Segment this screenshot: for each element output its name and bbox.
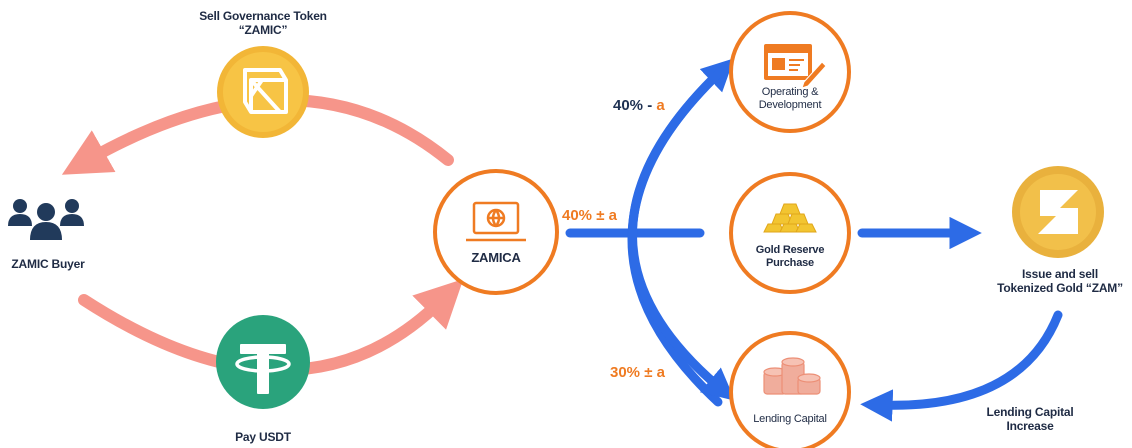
operating-node [729, 11, 851, 133]
zam-label: Issue and sell Tokenized Gold “ZAM” [997, 267, 1123, 295]
lending-label: Lending Capital [753, 413, 827, 425]
lending-node [729, 331, 851, 448]
usdt-label: Pay USDT [235, 430, 291, 444]
zam-coin-icon [1012, 166, 1104, 258]
laptop-globe-icon [466, 201, 526, 242]
tether-logo-icon [216, 315, 310, 409]
arrow-to-lending [628, 67, 736, 401]
browser-window-edit-icon [764, 44, 827, 89]
zamica-node [433, 169, 559, 295]
gold-reserve-label: Gold Reserve Purchase [755, 244, 825, 269]
operating-allocation: 40% - a [613, 97, 665, 114]
gold-allocation: 40% ± a [562, 207, 617, 224]
operating-label: Operating & Development [758, 86, 822, 111]
operating-allocation-var: a [656, 97, 665, 114]
zamic-token-label: Sell Governance Token “ZAMIC” [199, 9, 327, 37]
gold-reserve-node [729, 172, 851, 294]
zamica-label: ZAMICA [471, 250, 521, 265]
lending-increase-label: Lending Capital Increase [986, 405, 1074, 433]
gold-bars-icon [763, 203, 817, 233]
users-group-icon [8, 199, 84, 240]
coin-stacks-icon [763, 357, 821, 395]
zamic-logo-icon [217, 46, 309, 138]
buyer-label: ZAMIC Buyer [11, 257, 85, 271]
lending-allocation: 30% ± a [610, 364, 665, 381]
arrow-zam-to-lending [860, 310, 1063, 422]
operating-allocation-base: 40% - [613, 97, 653, 114]
